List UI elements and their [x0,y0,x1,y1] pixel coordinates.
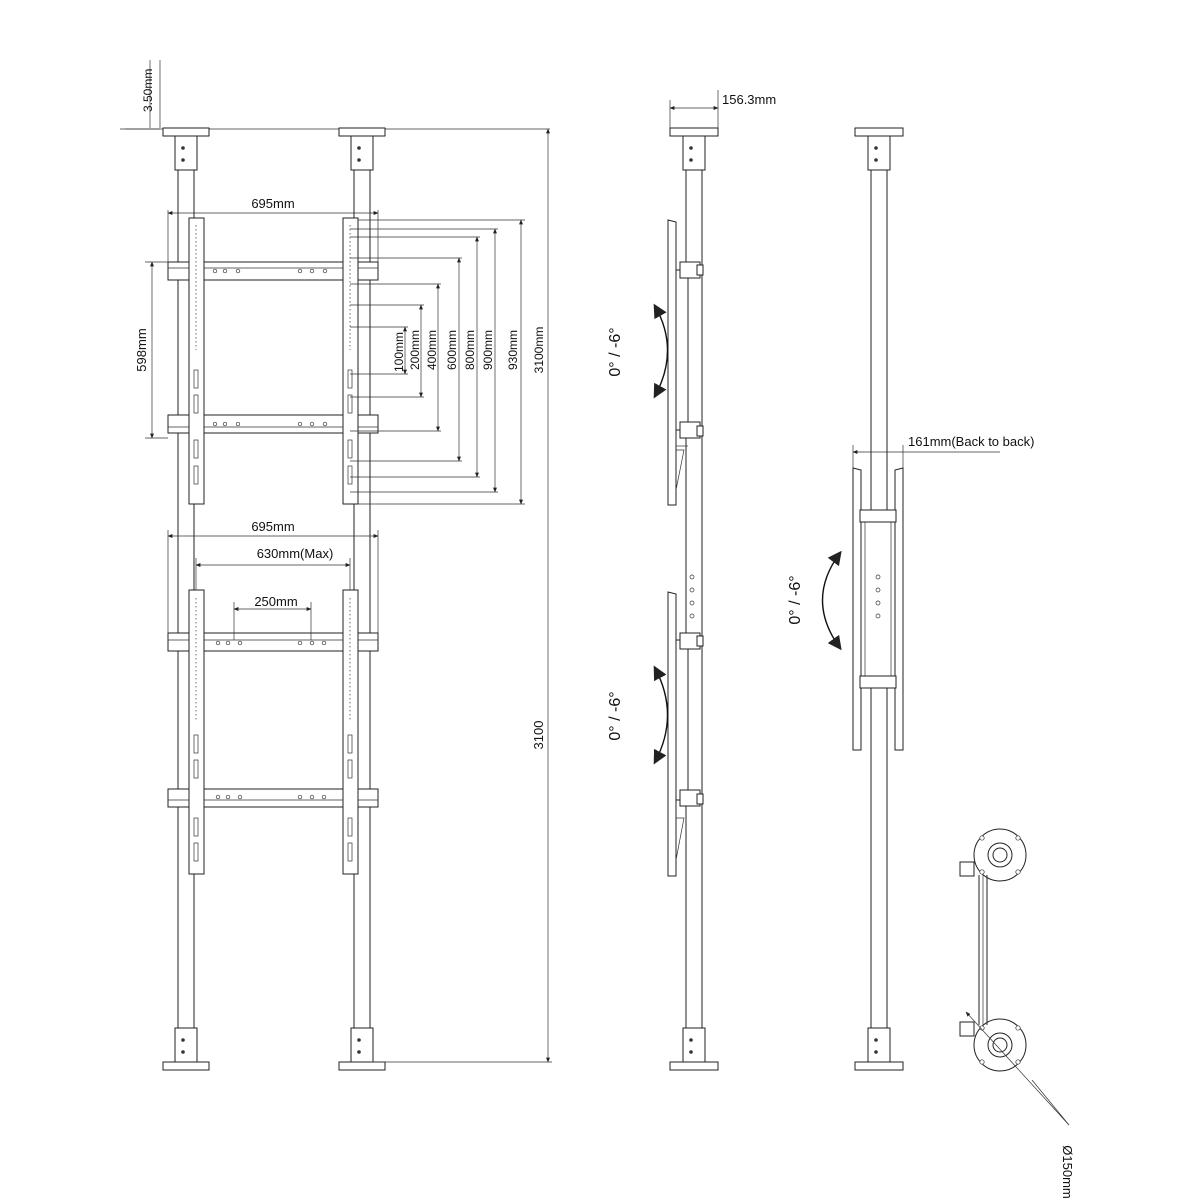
vesa-930-label: 930mm [506,330,520,370]
vesa-400-label: 400mm [425,330,439,370]
side-tilt-upper-label: 0° / -6° [607,327,624,376]
side-tilt-lower-label: 0° / -6° [607,691,624,740]
upper-height-label: 598mm [134,328,149,371]
base-diameter-label: Ø150mm [1060,1145,1075,1198]
lower-min-spacing-label: 250mm [254,594,297,609]
back-to-back-depth-label: 161mm(Back to back) [908,434,1034,449]
upper-bracket [167,217,379,505]
side-view: 156.3mm 0° / -6° 0° / -6° [607,90,776,1071]
vesa-200-label: 200mm [408,330,422,370]
vesa-dimension-lines [350,219,525,505]
vesa-900-label: 900mm [481,330,495,370]
vesa-100-label: 100mm [392,332,406,372]
total-height-mm-label: 3100mm [532,327,546,374]
vesa-600-label: 600mm [445,330,459,370]
base-plate-view: Ø150mm [959,828,1075,1199]
side-depth-label: 156.3mm [722,92,776,107]
lower-bracket [167,589,379,875]
vesa-800-label: 800mm [463,330,477,370]
lower-max-width-label: 630mm(Max) [257,546,334,561]
back-to-back-tilt-label: 0° / -6° [787,575,804,624]
upper-width-label: 695mm [251,196,294,211]
ceiling-offset-label: 3.50mm [141,69,155,112]
total-height-label: 3100 [531,721,546,750]
back-to-back-view: 161mm(Back to back) 0° / -6° [787,127,1034,1071]
lower-width-label: 695mm [251,519,294,534]
front-view: 3.50mm [120,60,552,1071]
